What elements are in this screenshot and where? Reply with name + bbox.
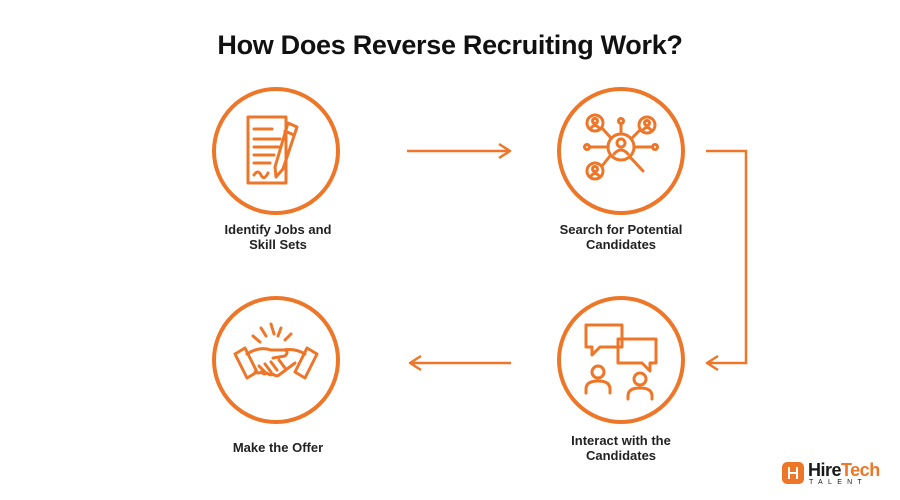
page-title: How Does Reverse Recruiting Work? bbox=[217, 30, 683, 60]
step-3-label-line1: Interact with the bbox=[571, 433, 671, 448]
step-2-circle bbox=[557, 87, 685, 215]
hiretech-logo: HireTech TALENT bbox=[782, 460, 882, 488]
logo-mark-icon bbox=[782, 462, 804, 484]
arrow-step3-to-step4 bbox=[408, 354, 511, 372]
step-1-label: Identify Jobs and Skill Sets bbox=[178, 222, 378, 252]
document-pen-icon bbox=[246, 115, 299, 185]
step-4-label: Make the Offer bbox=[178, 440, 378, 455]
logo-sub: TALENT bbox=[809, 479, 868, 486]
step-2-label-line2: Candidates bbox=[585, 237, 657, 252]
step-1-label-line2: Skill Sets bbox=[249, 237, 307, 252]
candidate-search-icon bbox=[583, 113, 659, 181]
arrow-step1-to-step2 bbox=[407, 142, 512, 160]
step-2-label: Search for Potential Candidates bbox=[521, 222, 721, 252]
step-4-circle bbox=[212, 296, 340, 424]
logo-name-part1: Hire bbox=[808, 460, 842, 480]
handshake-icon bbox=[233, 322, 319, 380]
conversation-icon bbox=[584, 323, 658, 401]
step-1-circle bbox=[212, 87, 340, 215]
step-2-label-line1: Search for Potential bbox=[559, 222, 683, 237]
logo-name-part2: Tech bbox=[841, 460, 880, 480]
step-4-label-line1: Make the Offer bbox=[232, 440, 324, 455]
step-1-label-line1: Identify Jobs and bbox=[224, 222, 332, 237]
logo-name: HireTech bbox=[808, 460, 880, 480]
arrow-step2-to-step3 bbox=[705, 149, 748, 372]
step-3-circle bbox=[557, 296, 685, 424]
step-3-label: Interact with the Candidates bbox=[521, 433, 721, 463]
step-3-label-line2: Candidates bbox=[585, 448, 657, 463]
